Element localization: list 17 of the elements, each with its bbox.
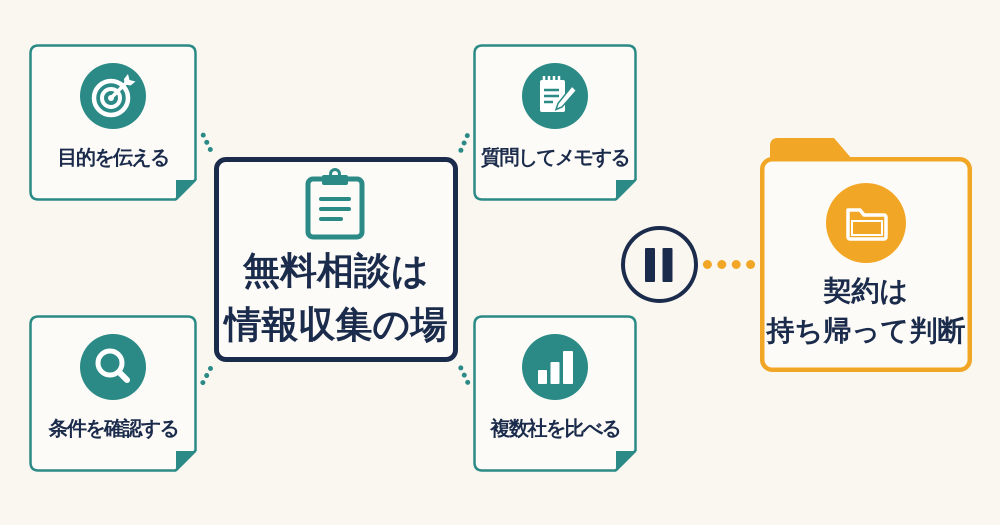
dotted-line [457,130,471,156]
card-label: 目的を伝える [58,144,168,171]
folder-card [760,137,972,372]
note-card [473,315,637,472]
caption-text: 契約は持ち帰って判断 [766,273,966,349]
dotted-line [700,260,758,269]
card-label: 質問してメモする [481,144,629,171]
note-card [473,44,637,201]
dotted-line [199,363,214,388]
note-card [29,315,197,472]
dotted-line [458,364,471,387]
title-text: 無料相談は情報収集の場 [224,248,448,348]
card-label: 条件を確認する [48,415,178,442]
main-box [214,157,458,362]
note-card [29,44,197,201]
pause-icon [621,226,698,303]
card-label: 複数社を比べる [490,415,620,442]
